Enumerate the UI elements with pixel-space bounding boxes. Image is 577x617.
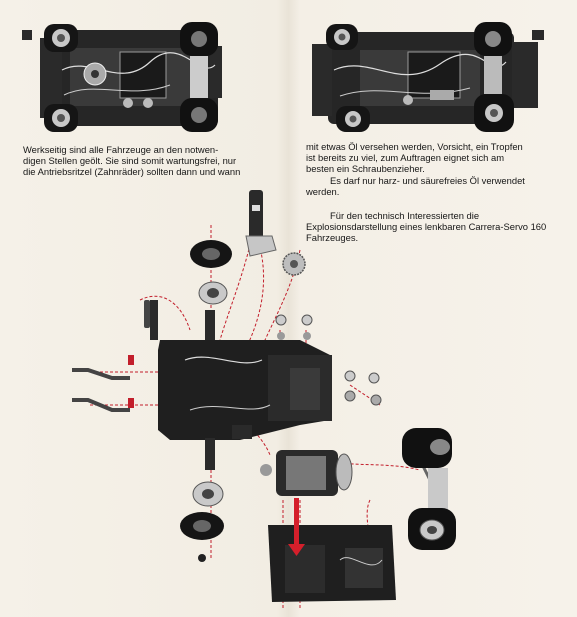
text-line: die Antriebsritzel (Zahnräder) sollten d… <box>23 166 241 178</box>
text-line: ist bereits zu viel, zum Auftragen eigne… <box>306 152 505 164</box>
front-tire-top <box>190 240 232 268</box>
paragraph-right-note-end: werden. <box>306 186 339 197</box>
exploded-view-caption: Für den technisch Interessierten die Exp… <box>306 210 566 244</box>
paragraph-left: Werkseitig sind alle Fahrzeuge an den no… <box>23 144 285 178</box>
guide-blade <box>245 190 277 257</box>
link-pin <box>144 300 150 328</box>
insert-arrow <box>288 498 305 556</box>
steering-gear <box>282 252 306 276</box>
text-line: Es darf nur harz- und säurefreies Öl ver… <box>330 175 525 186</box>
main-chassis <box>150 300 332 440</box>
rear-axle <box>402 428 456 550</box>
text-line: besten ein Schraubenzieher. <box>306 163 425 175</box>
text-line: werden. <box>306 186 340 197</box>
kingpin-top <box>205 310 215 342</box>
pin <box>198 554 206 562</box>
front-axle-left <box>72 355 134 412</box>
kingpin-bottom <box>205 438 215 470</box>
text-line: Für den technisch Interessierten die <box>330 210 480 221</box>
text-line: Fahrzeuges. <box>306 232 359 244</box>
text-line: mit etwas Öl versehen werden, Vorsicht, … <box>306 141 523 152</box>
text-line: digen Stellen geölt. Sie sind somit wart… <box>23 155 237 167</box>
text-line: Werkseitig sind alle Fahrzeuge an den no… <box>23 144 219 155</box>
front-rim-bottom <box>192 481 224 507</box>
motor-bay <box>268 525 396 602</box>
screws <box>275 314 382 406</box>
front-rim-top <box>198 281 228 305</box>
motor <box>260 450 353 496</box>
paragraph-right: mit etwas Öl versehen werden, Vorsicht, … <box>306 141 566 175</box>
text-line: Explosionsdarstellung eines lenkbaren Ca… <box>306 221 547 233</box>
paragraph-right-note: Es darf nur harz- und säurefreies Öl ver… <box>330 175 525 186</box>
front-tire-bottom <box>180 512 224 540</box>
